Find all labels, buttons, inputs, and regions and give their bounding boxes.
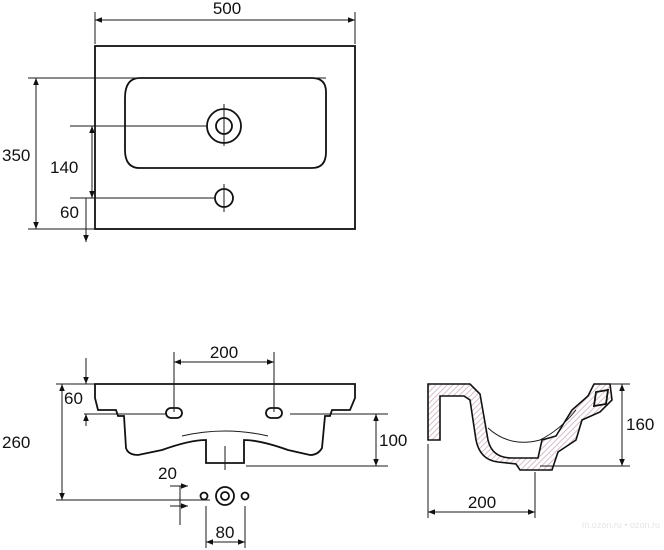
overflow-hole: [240, 491, 250, 501]
sink-outline: [94, 45, 356, 230]
basin-depth-dimension: 100: [379, 431, 407, 450]
overflow-channel: [592, 388, 610, 408]
fixing-span-dimension: 200: [210, 343, 238, 362]
drain-offset-dimension: 140: [50, 158, 78, 177]
tap-hole: [199, 491, 209, 501]
top-view: 500 350 140 60: [2, 0, 356, 242]
fixing-height-dimension: 60: [64, 389, 83, 408]
drain-hole: [215, 486, 235, 506]
watermark: m.ozon.ru • ozon.ru: [582, 520, 660, 530]
section-profile: [427, 383, 613, 471]
front-view: 200 60 260 100 20 80: [2, 343, 407, 548]
section-height-dimension: 160: [626, 415, 654, 434]
width-dimension: 500: [213, 0, 241, 18]
section-depth-dimension: 200: [468, 493, 496, 512]
side-section: 160 200: [427, 383, 654, 518]
overflow-offset-dimension: 60: [60, 203, 79, 222]
depth-dimension: 350: [2, 146, 30, 165]
drain-width-dimension: 80: [216, 523, 235, 542]
basin-bowl: [124, 77, 327, 169]
total-height-dimension: 260: [2, 433, 30, 452]
front-outline: [94, 383, 356, 464]
drain-offset-dimension: 20: [158, 464, 177, 483]
